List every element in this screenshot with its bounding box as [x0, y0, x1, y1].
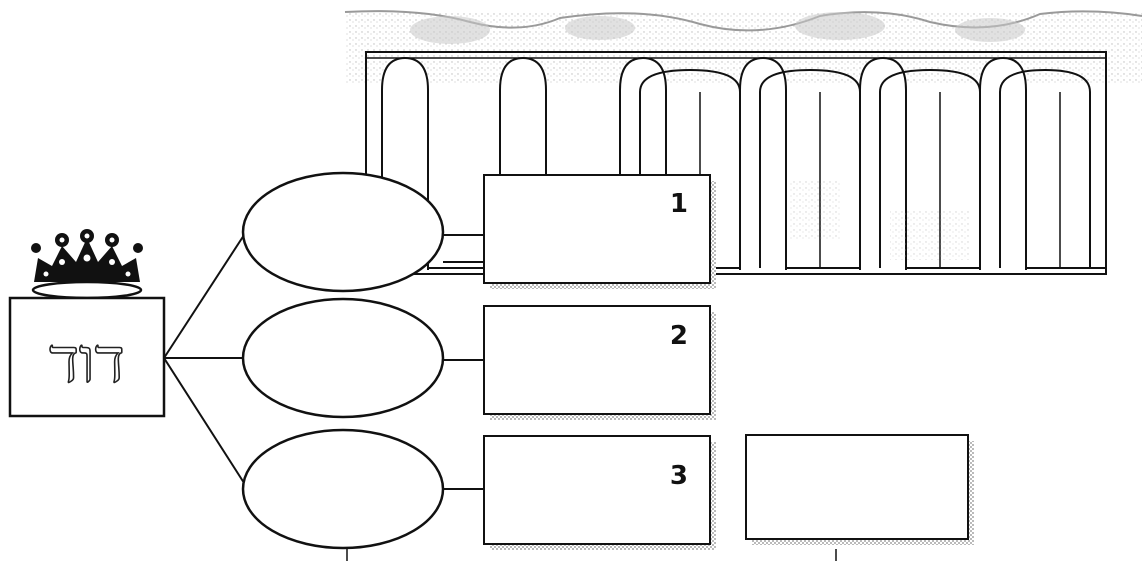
oval-1[interactable]	[243, 173, 443, 291]
box-number-3: 3	[670, 461, 688, 491]
king-name-box: דוד	[10, 298, 164, 416]
king-name-text: דוד	[49, 324, 125, 397]
numbered-box-2[interactable]: 2	[484, 306, 716, 420]
numbered-box-3[interactable]: 3	[484, 436, 716, 550]
bottom-ticks	[347, 549, 836, 561]
box-number-1: 1	[670, 189, 688, 219]
oval-nodes	[243, 173, 443, 548]
oval-2[interactable]	[243, 299, 443, 417]
branch-lines	[164, 232, 246, 486]
numbered-box-1[interactable]: 1	[484, 175, 716, 289]
oval-3[interactable]	[243, 430, 443, 548]
box-number-2: 2	[670, 321, 688, 351]
crown-icon	[31, 229, 143, 298]
blank-answer-box[interactable]	[746, 435, 974, 545]
